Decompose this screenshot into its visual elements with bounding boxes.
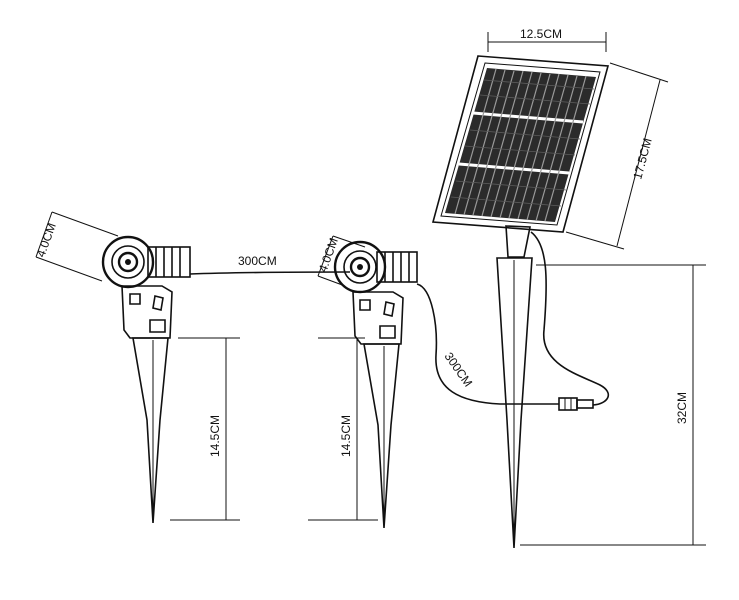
spot1-head-diameter-label: 4.0CM (34, 221, 59, 259)
panel-width-label: 12.5CM (520, 27, 562, 41)
spot1-stake-height-label: 14.5CM (208, 415, 222, 457)
panel-total-height-label: 32CM (675, 392, 689, 424)
spot2-stake-height-label: 14.5CM (339, 415, 353, 457)
solar-panel (431, 55, 610, 233)
panel-stake (496, 225, 533, 549)
cable-between-lights (189, 271, 351, 275)
solar-cells (445, 68, 596, 222)
dimension-lines (35, 32, 706, 546)
spotlight-2 (333, 240, 418, 529)
cable-to-panel (416, 283, 559, 405)
cable-between-lights-label: 300CM (238, 254, 277, 268)
cable-to-panel-label: 300CM (442, 350, 476, 390)
panel-cable (530, 231, 610, 411)
spotlight-1 (101, 235, 191, 524)
panel-height-label: 17.5CM (630, 137, 654, 181)
